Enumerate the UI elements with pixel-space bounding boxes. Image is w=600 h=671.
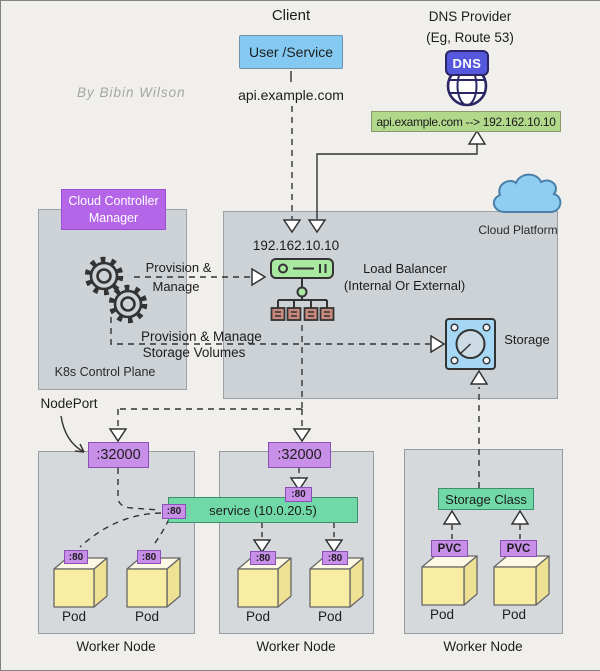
nodeport-box-2: :32000: [268, 442, 331, 468]
k8s-control-plane-zone: [38, 209, 187, 390]
provision-storage-label-2: Storage Volumes: [142, 345, 246, 360]
pod-port-1: :80: [64, 550, 88, 564]
lb-name-label: Load Balancer: [363, 261, 447, 276]
worker-node-label-2: Worker Node: [256, 639, 336, 654]
nodeport-box-1: :32000: [88, 442, 149, 468]
provision-manage-label-1: Provision &: [145, 260, 212, 275]
service-port-left: :80: [162, 504, 186, 519]
service-box: service (10.0.20.5): [168, 497, 358, 523]
storage-label: Storage: [504, 332, 550, 347]
worker-node-1-zone: [38, 451, 195, 634]
pod-port-4: :80: [322, 551, 348, 565]
cloud-icon: [492, 173, 562, 213]
cloud-controller-manager-box: Cloud Controller Manager: [61, 189, 166, 230]
client-heading: Client: [271, 7, 311, 24]
worker-node-label-3: Worker Node: [443, 639, 523, 654]
dns-record-to-lb-link: [316, 142, 478, 219]
cloud-platform-label: Cloud Platform: [478, 223, 558, 237]
pod-port-3: :80: [250, 551, 276, 565]
pod-label-3: Pod: [245, 609, 271, 624]
pvc-box-2: PVC: [500, 540, 537, 557]
nodeport-callout-arrow: [60, 415, 85, 453]
user-service-box: User /Service: [239, 35, 343, 69]
dns-badge: DNS: [445, 50, 489, 76]
pod-label-2: Pod: [134, 609, 160, 624]
storage-class-box: Storage Class: [438, 488, 534, 510]
pod-label-5: Pod: [429, 607, 455, 622]
nodeport-callout-label: NodePort: [40, 396, 98, 411]
lb-ip-label: 192.162.10.10: [252, 238, 340, 253]
k8s-control-plane-label: K8s Control Plane: [54, 365, 156, 379]
client-domain-label: api.example.com: [238, 87, 344, 103]
author-signature: By Bibin Wilson: [77, 85, 186, 100]
provision-manage-label-2: Manage: [152, 279, 200, 294]
pod-port-2: :80: [137, 550, 161, 564]
dns-provider-subtitle: (Eg, Route 53): [426, 30, 514, 45]
worker-node-2-zone: [219, 451, 374, 634]
provision-storage-label-1: Provision & Manage: [141, 329, 262, 344]
lb-type-label: (Internal Or External): [343, 278, 466, 293]
service-port-top: :80: [285, 487, 312, 502]
pvc-box-1: PVC: [431, 540, 468, 557]
dns-provider-title: DNS Provider: [428, 9, 512, 24]
pod-label-4: Pod: [317, 609, 343, 624]
pod-label-6: Pod: [501, 607, 527, 622]
pod-label-1: Pod: [61, 609, 87, 624]
dns-record-box: api.example.com --> 192.162.10.10: [371, 111, 561, 132]
worker-node-label-1: Worker Node: [76, 639, 156, 654]
